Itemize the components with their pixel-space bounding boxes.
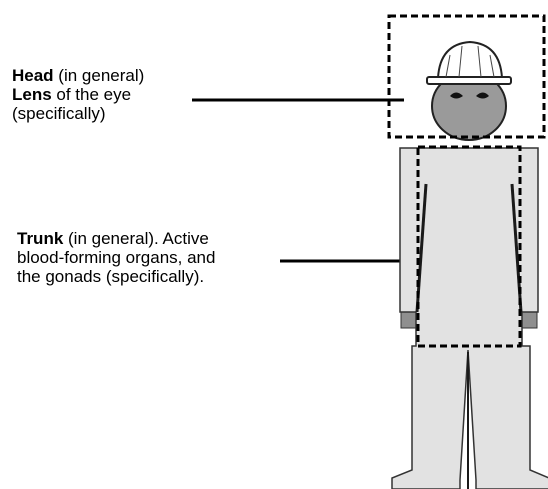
hard-hat-icon	[438, 42, 502, 78]
hard-hat-brim	[427, 77, 511, 84]
